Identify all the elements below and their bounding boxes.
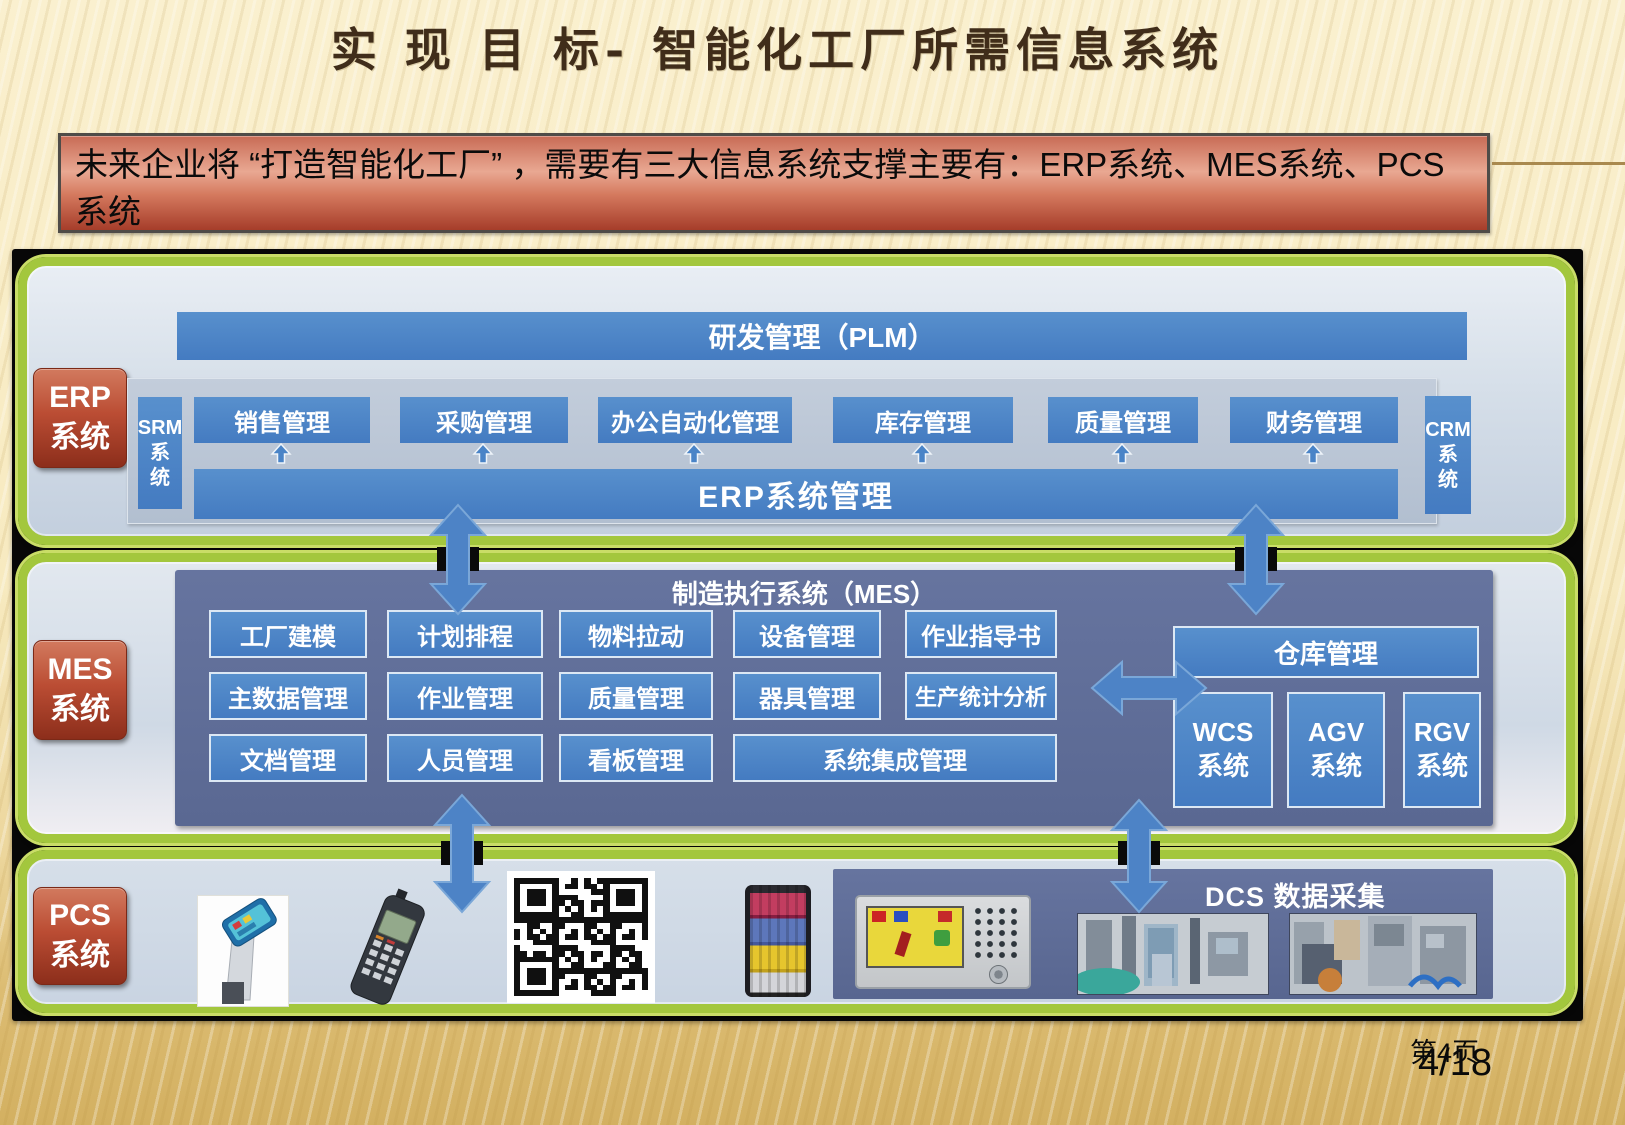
banner-decor-line [1492, 162, 1625, 165]
erp-system-label: ERP 系统 [33, 368, 127, 468]
mes-module-factory-modeling: 工厂建模 [209, 610, 367, 658]
erp-module-sales: 销售管理 [194, 397, 370, 443]
touch-kiosk-drawing [221, 898, 277, 1004]
handheld-scanner-image [327, 887, 449, 1011]
mes-module-tooling: 器具管理 [733, 672, 881, 720]
hmi-dpad [989, 965, 1008, 984]
erp-management-bar: ERP系统管理 [194, 469, 1398, 519]
mes-module-documents: 文档管理 [209, 734, 367, 782]
intro-banner: 未来企业将 “打造智能化工厂” ，需要有三大信息系统支撑主要有：ERP系统、ME… [58, 133, 1490, 233]
erp-label-line2: 系统 [50, 421, 110, 454]
factory-photo-1 [1072, 913, 1269, 996]
mes-section: MES 系统 制造执行系统（MES） 工厂建模 计划排程 物料拉动 设备管理 作… [18, 553, 1575, 843]
dcs-label: DCS 数据采集 [1205, 882, 1386, 912]
cable-coils-image [745, 885, 811, 997]
hmi-screen [866, 906, 964, 968]
erp-module-inventory: 库存管理 [833, 397, 1013, 443]
erp-module-purchase: 采购管理 [400, 397, 568, 443]
mes-label-line1: MES [47, 653, 113, 687]
dcs-data-collection-box: DCS 数据采集 [833, 869, 1493, 999]
mes-header: 制造执行系统（MES） [671, 579, 937, 609]
mes-module-master-data: 主数据管理 [209, 672, 367, 720]
mes-module-personnel: 人员管理 [387, 734, 543, 782]
mes-module-operations: 作业管理 [387, 672, 543, 720]
page-number: 4/18 [1418, 1042, 1492, 1084]
mes-module-production-stats: 生产统计分析 [905, 672, 1057, 720]
mes-label-line2: 系统 [50, 693, 110, 726]
factory-photo-2 [1289, 913, 1477, 995]
pcs-section: PCS 系统 [18, 850, 1575, 1013]
pcs-label-line2: 系统 [50, 939, 110, 972]
srm-system-box: SRM 系 统 [138, 397, 182, 509]
page-label: 第4页 [1410, 1038, 1480, 1068]
mes-module-scheduling: 计划排程 [387, 610, 543, 658]
erp-module-finance: 财务管理 [1230, 397, 1398, 443]
erp-module-oa: 办公自动化管理 [598, 397, 792, 443]
mes-module-warehouse: 仓库管理 [1173, 626, 1479, 678]
handheld-scanner-drawing [350, 888, 425, 1005]
mes-system-label: MES 系统 [33, 640, 127, 740]
crm-system-box: CRM 系 统 [1425, 396, 1471, 514]
page-title: 实 现 目 标- 智能化工厂所需信息系统 [330, 23, 1225, 77]
mes-module-quality: 质量管理 [559, 672, 713, 720]
mes-module-kanban: 看板管理 [559, 734, 713, 782]
mes-module-equipment: 设备管理 [733, 610, 881, 658]
qr-code-grid [514, 878, 648, 996]
qr-code-image [507, 871, 655, 1003]
mes-panel: 制造执行系统（MES） 工厂建模 计划排程 物料拉动 设备管理 作业指导书 主数… [175, 570, 1493, 826]
systems-diagram: ERP 系统 研发管理（PLM） SRM 系 统 销售管理 采购管理 办公自动化… [12, 249, 1583, 1021]
hmi-keypad [973, 906, 1023, 962]
intro-banner-text: 未来企业将 “打造智能化工厂” ，需要有三大信息系统支撑主要有：ERP系统、ME… [75, 146, 1445, 230]
hmi-panel-image [855, 895, 1031, 989]
erp-sub-panel: SRM 系 统 销售管理 采购管理 办公自动化管理 库存管理 质量管理 财务管理… [127, 378, 1437, 524]
mes-module-material-pull: 物料拉动 [559, 610, 713, 658]
mes-module-integration: 系统集成管理 [733, 734, 1057, 782]
plm-bar: 研发管理（PLM） [177, 312, 1467, 360]
touch-kiosk-image [197, 895, 289, 1007]
erp-label-line1: ERP [49, 381, 111, 415]
mes-module-work-instruction: 作业指导书 [905, 610, 1057, 658]
pcs-system-label: PCS 系统 [33, 887, 127, 985]
pcs-label-line1: PCS [49, 899, 111, 933]
erp-section: ERP 系统 研发管理（PLM） SRM 系 统 销售管理 采购管理 办公自动化… [18, 257, 1575, 545]
erp-module-quality: 质量管理 [1048, 397, 1198, 443]
